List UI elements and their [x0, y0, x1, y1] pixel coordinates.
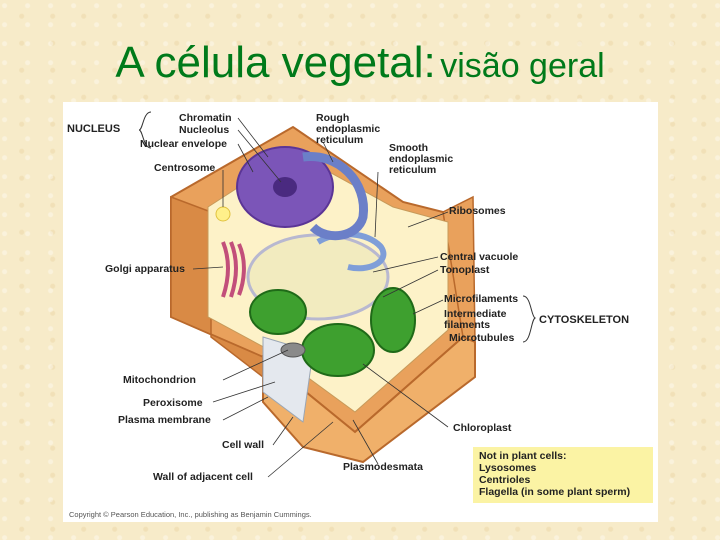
- label-peroxisome: Peroxisome: [143, 397, 203, 409]
- slide-title: A célula vegetal: visão geral: [0, 38, 720, 88]
- label-chromatin: Chromatin: [179, 112, 232, 124]
- label-plasma-membrane: Plasma membrane: [118, 414, 211, 426]
- label-chloroplast: Chloroplast: [453, 422, 512, 434]
- not-in-plant-item: Lysosomes: [479, 462, 537, 474]
- chloroplast-2: [370, 287, 416, 353]
- not-in-plant-item: Centrioles: [479, 474, 531, 486]
- wall-adjacent-cell: [442, 195, 476, 344]
- label-intermediate-1: Intermediate: [444, 308, 507, 320]
- label-rough-er-1: Rough: [316, 112, 350, 124]
- label-microtubules: Microtubules: [449, 332, 515, 344]
- label-rough-er-3: reticulum: [316, 134, 364, 146]
- cytoskeleton-brace: [522, 295, 537, 343]
- label-smooth-er-3: reticulum: [389, 164, 437, 176]
- slide-title-sub: visão geral: [440, 47, 605, 85]
- rough-er: [302, 151, 369, 241]
- label-intermediate-2: filaments: [444, 319, 491, 331]
- not-in-plant-item: Flagella (in some plant sperm): [479, 486, 631, 498]
- plant-cell-illustration: [170, 117, 476, 478]
- label-mitochondrion: Mitochondrion: [123, 374, 196, 386]
- label-rough-er-2: endoplasmic: [316, 123, 381, 135]
- label-smooth-er-2: endoplasmic: [389, 153, 454, 165]
- label-nucleolus: Nucleolus: [179, 124, 230, 136]
- label-ribosomes: Ribosomes: [449, 205, 506, 217]
- nucleus-brace: [138, 111, 152, 149]
- not-in-plant-title: Not in plant cells:: [479, 450, 567, 462]
- label-smooth-er-1: Smooth: [389, 142, 429, 154]
- chloroplast-3: [301, 323, 375, 377]
- label-centrosome: Centrosome: [154, 162, 216, 174]
- label-plasmodesmata: Plasmodesmata: [343, 461, 423, 473]
- label-golgi: Golgi apparatus: [105, 263, 185, 275]
- leader-lines: [192, 117, 449, 478]
- golgi: [221, 241, 246, 298]
- label-tonoplast: Tonoplast: [440, 264, 490, 276]
- not-in-plant-cells-box: Not in plant cells: Lysosomes Centrioles…: [473, 447, 653, 503]
- label-wall-adjacent-cell: Wall of adjacent cell: [153, 471, 253, 483]
- slide-title-main: A célula vegetal:: [115, 38, 436, 87]
- cytoskeleton-group-label: CYTOSKELETON: [539, 314, 630, 326]
- label-nuclear-envelope: Nuclear envelope: [140, 138, 227, 150]
- nucleus-group-label: NUCLEUS: [67, 123, 121, 135]
- cell-wall-front: [262, 335, 476, 464]
- label-cell-wall: Cell wall: [222, 439, 265, 451]
- mitochondrion: [280, 342, 306, 358]
- nucleolus: [273, 177, 297, 197]
- plant-cell-figure: NUCLEUS CYTOSKELETON Chromatin Nucleolus…: [63, 102, 658, 522]
- label-microfilaments: Microfilaments: [444, 293, 519, 305]
- chloroplast-1: [249, 289, 307, 335]
- copyright-notice: Copyright © Pearson Education, Inc., pub…: [69, 510, 312, 519]
- centrosome: [215, 206, 231, 222]
- label-central-vacuole: Central vacuole: [440, 251, 519, 263]
